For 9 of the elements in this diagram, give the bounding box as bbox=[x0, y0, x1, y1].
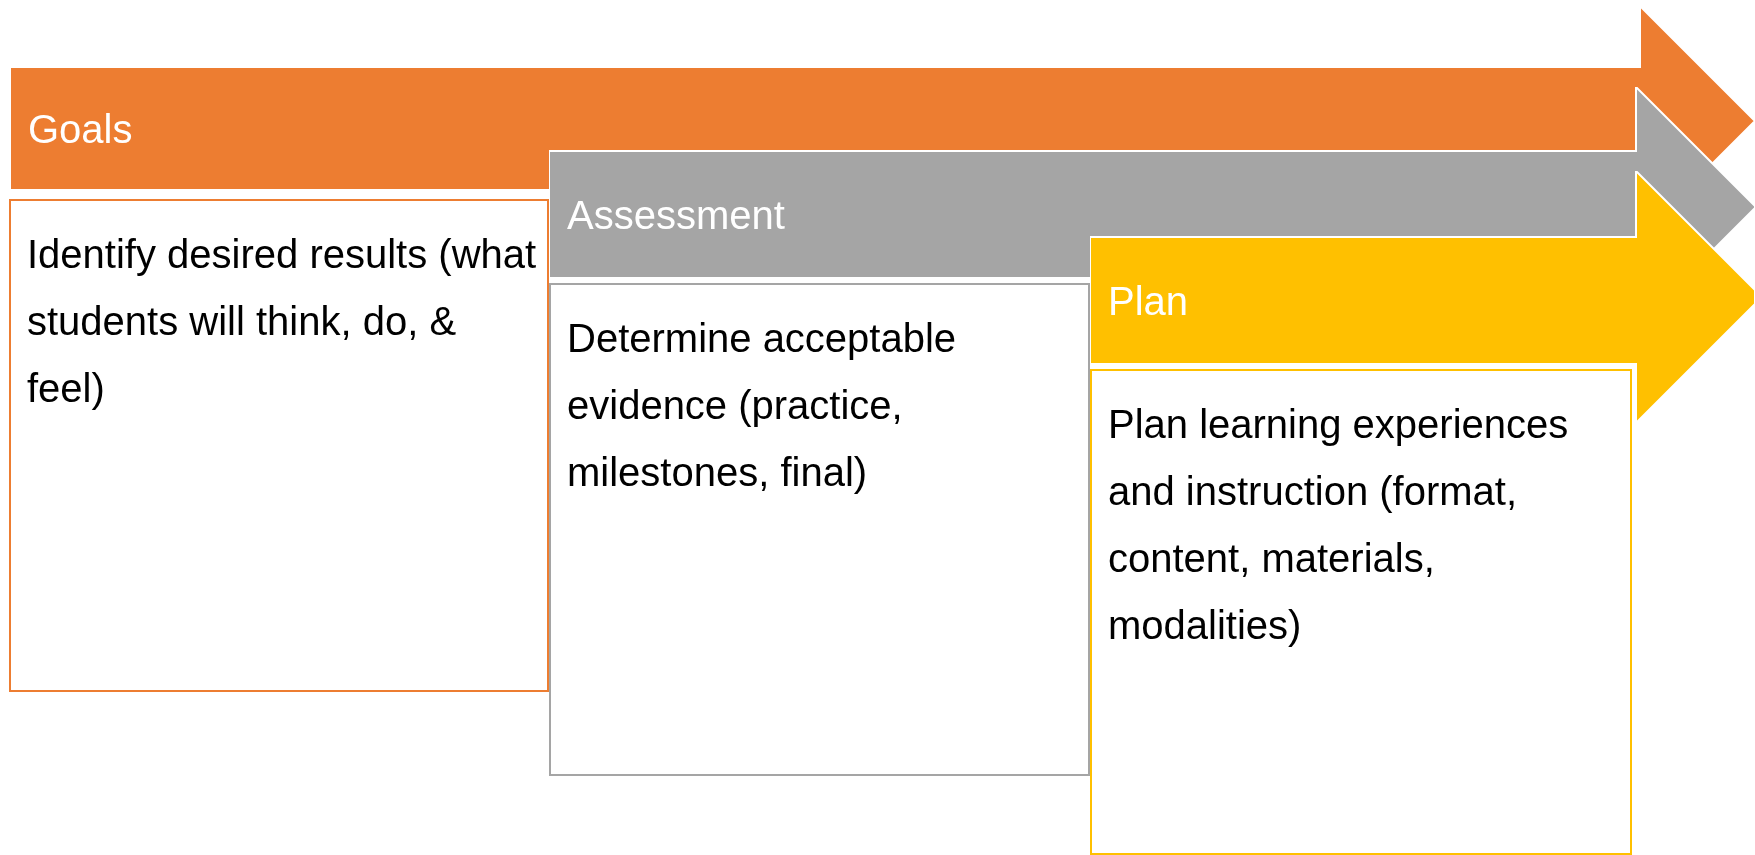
content-box bbox=[9, 199, 549, 692]
banner-title: Plan bbox=[1108, 280, 1189, 321]
banner-title: Assessment bbox=[567, 194, 785, 235]
step-description: Identify desired results (what students will think, do, & feel) bbox=[27, 231, 537, 412]
content-box bbox=[549, 283, 1090, 776]
content-box bbox=[1090, 369, 1632, 855]
banner-title: Goals bbox=[28, 108, 133, 149]
step-description: Determine acceptable evidence (practice, milestones, final) bbox=[567, 315, 958, 496]
step-description: Plan learning experiences and instruction (format, content, materials, modalities) bbox=[1108, 401, 1570, 649]
